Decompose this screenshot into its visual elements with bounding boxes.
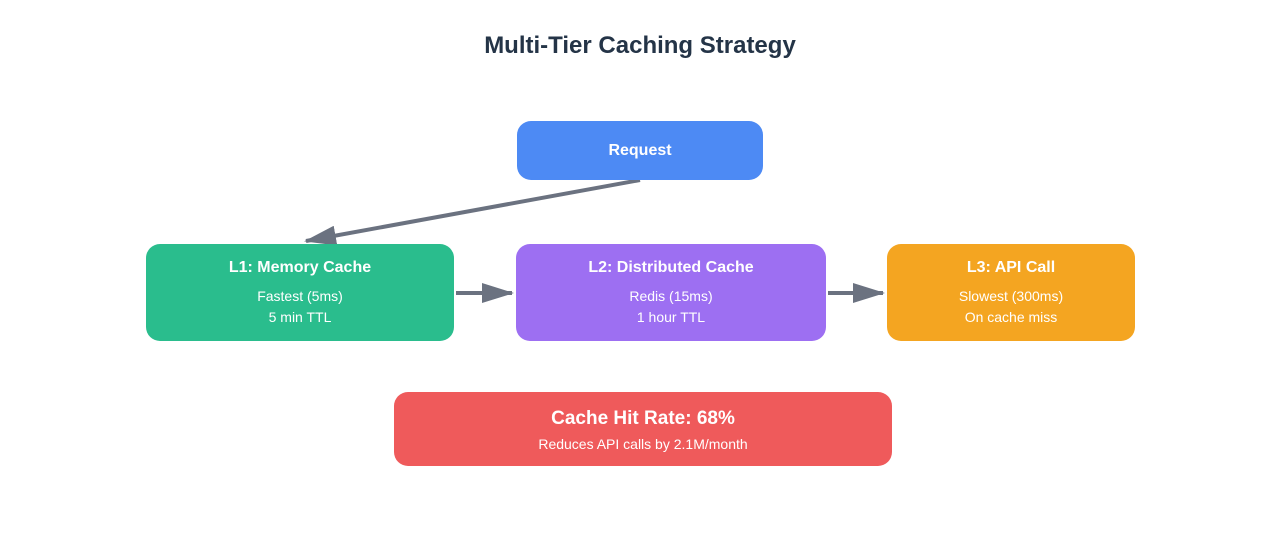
diagram-title: Multi-Tier Caching Strategy bbox=[484, 32, 796, 59]
node-l2-distributed-cache: L2: Distributed Cache Redis (15ms) 1 hou… bbox=[516, 244, 826, 341]
cache-hit-rate-card: Cache Hit Rate: 68% Reduces API calls by… bbox=[394, 392, 892, 466]
node-request: Request bbox=[517, 121, 763, 180]
node-l3-api-call: L3: API Call Slowest (300ms) On cache mi… bbox=[887, 244, 1135, 341]
arrow-request-to-l1 bbox=[304, 178, 641, 246]
node-l1-line1: Fastest (5ms) bbox=[257, 288, 343, 304]
cache-hit-rate-title: Cache Hit Rate: 68% bbox=[551, 408, 735, 429]
node-l3-line1: Slowest (300ms) bbox=[958, 288, 1064, 304]
node-l1-title: L1: Memory Cache bbox=[228, 259, 372, 276]
cache-hit-rate-subtitle: Reduces API calls by 2.1M/month bbox=[538, 436, 748, 452]
node-l2-line1: Redis (15ms) bbox=[629, 288, 713, 304]
node-l3-line2: On cache miss bbox=[964, 309, 1058, 325]
node-l2-title: L2: Distributed Cache bbox=[588, 259, 754, 276]
node-l3-title: L3: API Call bbox=[966, 259, 1056, 276]
node-request-label: Request bbox=[608, 141, 672, 159]
node-l1-line2: 5 min TTL bbox=[268, 309, 332, 325]
node-l2-line2: 1 hour TTL bbox=[636, 309, 706, 325]
node-l1-memory-cache: L1: Memory Cache Fastest (5ms) 5 min TTL bbox=[146, 244, 454, 341]
